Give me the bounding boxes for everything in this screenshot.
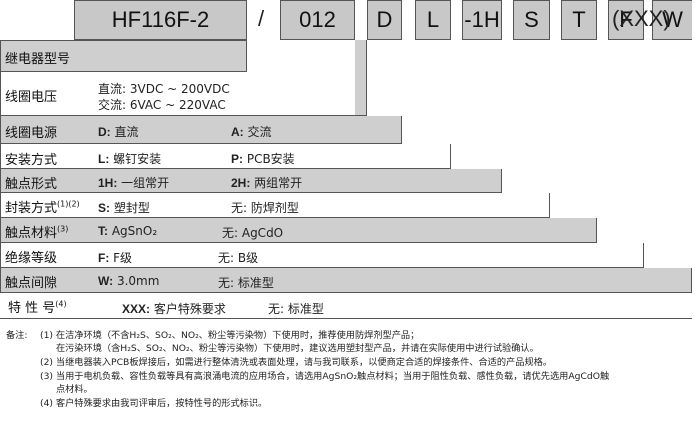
- row-special-label: 特 性 号(4): [8, 299, 67, 316]
- header-extra-label: (XXX): [612, 6, 671, 31]
- row-coil-voltage-bar: [355, 40, 367, 116]
- note-1b: 在污染环境（含H₂S、SO₂、NO₂、粉尘等污染物）下使用时，建议选用塑封型产品…: [56, 343, 539, 354]
- coil-ac-range: 交流: 6VAC ~ 220VAC: [98, 98, 226, 112]
- contact-material-b: 无: AgCdO: [222, 226, 284, 240]
- contact-gap-a: W: 3.0mm: [98, 274, 160, 288]
- header-part-s: S: [513, 0, 550, 40]
- row-contact-gap-label: 触点间隙: [5, 276, 58, 291]
- notes-prefix: 备注:: [6, 330, 28, 341]
- special-b: 无: 标准型: [268, 302, 324, 316]
- coil-power-b: A: 交流: [231, 125, 272, 139]
- enclosure-b: 无: 防焊剂型: [231, 201, 299, 215]
- header-extra: [598, 40, 688, 42]
- row-contact-form: [0, 169, 502, 193]
- header-part-1h: -1H: [462, 0, 502, 40]
- row-coil-voltage-label: 线圈电压: [5, 90, 58, 105]
- mounting-a: L: 螺钉安装: [98, 152, 162, 166]
- header-part-t: T: [561, 0, 597, 40]
- insulation-b: 无: B级: [218, 251, 259, 265]
- note-4: (4) 客户特殊要求由我司评审后，按特性号的形式标识。: [40, 398, 268, 409]
- header-part-l: L: [415, 0, 451, 40]
- row-enclosure-label: 封装方式(1)(2): [5, 199, 80, 216]
- header-part-f: F: [608, 0, 644, 40]
- mounting-b: P: PCB安装: [231, 152, 295, 166]
- note-3b: 点材料。: [56, 384, 93, 395]
- row-coil-power: [0, 116, 402, 144]
- header-part-w: W: [652, 0, 692, 40]
- row-enclosure: [0, 193, 550, 218]
- contact-form-b: 2H: 两组常开: [231, 176, 303, 190]
- note-1a: (1) 在洁净环境（不含H₂S、SO₂、NO₂、粉尘等污染物）下使用时，推荐使用…: [40, 330, 420, 341]
- insulation-a: F: F级: [98, 251, 133, 265]
- enclosure-a: S: 塑封型: [98, 201, 150, 215]
- row-contact-material: [0, 218, 597, 243]
- row-coil-power-label: 线圈电源: [5, 126, 58, 141]
- header-model: HF116F-2: [74, 0, 247, 40]
- note-3a: (3) 当用于电机负载、容性负载等具有高浪涌电流的应用场合，请选用AgSnO₂触…: [40, 371, 610, 382]
- row-contact-material-label: 触点材料(3): [5, 224, 69, 241]
- row-model: [0, 40, 247, 72]
- row-contact-form-label: 触点形式: [5, 177, 58, 192]
- header-part-d: D: [367, 0, 402, 40]
- note-2: (2) 当继电器装入PCB板焊接后，如需进行整体清洗或表面处理，请与我司联系，以…: [40, 357, 552, 368]
- special-a: XXX: 客户特殊要求: [122, 302, 226, 316]
- row-contact-gap: [0, 268, 692, 293]
- coil-power-a: D: 直流: [98, 125, 139, 139]
- row-mounting-label: 安装方式: [5, 153, 58, 168]
- row-insulation: [0, 243, 644, 268]
- contact-material-a: T: AgSnO₂: [98, 224, 158, 238]
- row-insulation-label: 绝缘等级: [5, 251, 58, 266]
- coil-dc-range: 直流: 3VDC ~ 200VDC: [98, 82, 230, 96]
- row-model-label: 继电器型号: [5, 52, 71, 67]
- contact-gap-b: 无: 标准型: [218, 276, 274, 290]
- header-slash: /: [258, 6, 265, 31]
- row-special: [0, 293, 692, 319]
- row-mounting: [0, 144, 451, 169]
- voltage-code: 012: [299, 7, 336, 32]
- row-coil-voltage: [0, 72, 367, 116]
- contact-form-a: 1H: 一组常开: [98, 176, 170, 190]
- model-number: HF116F-2: [111, 7, 210, 32]
- header-voltage: 012: [280, 0, 355, 40]
